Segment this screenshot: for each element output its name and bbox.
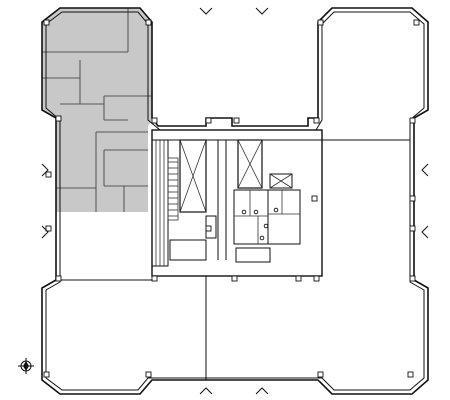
core-room-west [169,239,207,261]
elevator-shaft-west [179,139,207,213]
restrooms [233,189,301,245]
compass-crosshair-icon [18,358,34,374]
core-room-east [235,247,271,263]
facade-notches [41,7,429,395]
leased-suite-northwest [42,8,152,212]
building-core [151,129,323,277]
building-perimeter-inner [45,11,425,391]
core-stair-steps [167,157,179,221]
building-perimeter [41,7,429,395]
structural-columns [43,19,420,378]
suite-partitions [42,8,152,212]
elevator-shaft-small [269,173,293,189]
elevator-shaft-east [237,139,263,189]
